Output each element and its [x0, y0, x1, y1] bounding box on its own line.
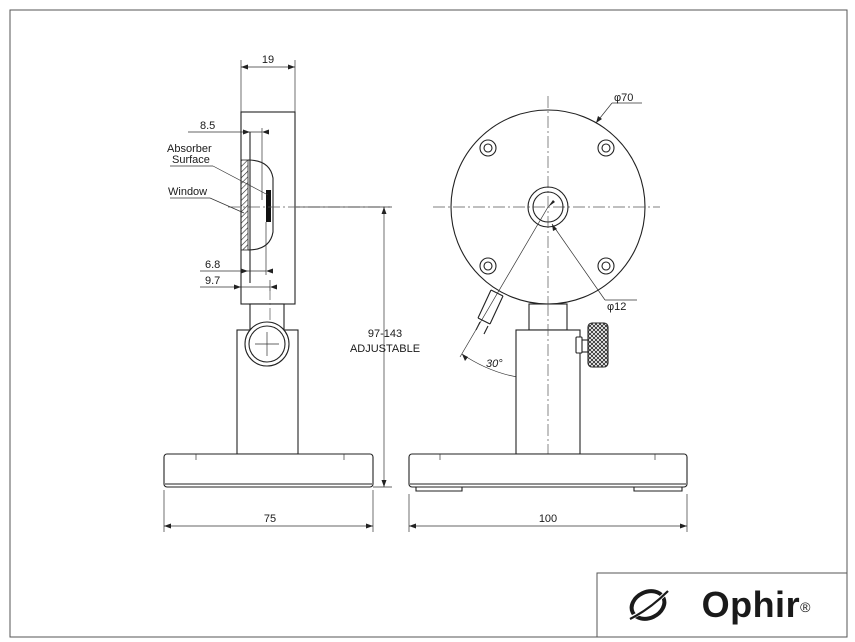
dim-angle-30: 30° — [486, 358, 503, 370]
brand-name: Ophir — [701, 584, 801, 625]
side-view: 19 8.5 Absorber Surface Window 6.8 — [163, 54, 420, 532]
dim-height-line1: 97-143 — [368, 328, 402, 340]
brand-registered-mark: ® — [800, 599, 811, 615]
locking-knob — [575, 322, 609, 368]
absorber-surface — [266, 190, 271, 222]
dim-width-19: 19 — [262, 54, 274, 66]
cable-connector — [475, 289, 504, 335]
base-front — [408, 453, 688, 488]
drawing-frame — [9, 9, 848, 638]
title-block-border — [596, 572, 848, 638]
label-window: Window — [168, 186, 207, 198]
dim-base-100: 100 — [539, 513, 557, 525]
ophir-swoosh-icon — [627, 587, 672, 621]
aperture — [527, 186, 569, 228]
dim-base-75: 75 — [264, 513, 276, 525]
dim-aperture-12: φ12 — [607, 301, 626, 313]
dim-absorber-8-5: 8.5 — [200, 120, 215, 132]
front-view: φ70 φ12 30° — [408, 92, 688, 532]
dim-offset-9-7: 9.7 — [205, 275, 220, 287]
title-block: Ophir® — [597, 573, 847, 637]
dim-diameter-70: φ70 — [614, 92, 633, 104]
base-side — [163, 453, 374, 488]
label-absorber-line1: Absorber — [167, 143, 212, 155]
mounting-screws — [479, 139, 615, 275]
dim-height-line2: ADJUSTABLE — [350, 343, 420, 355]
label-absorber-line2: Surface — [172, 154, 210, 166]
window-hatch — [240, 159, 249, 251]
dim-window-6-8: 6.8 — [205, 259, 220, 271]
